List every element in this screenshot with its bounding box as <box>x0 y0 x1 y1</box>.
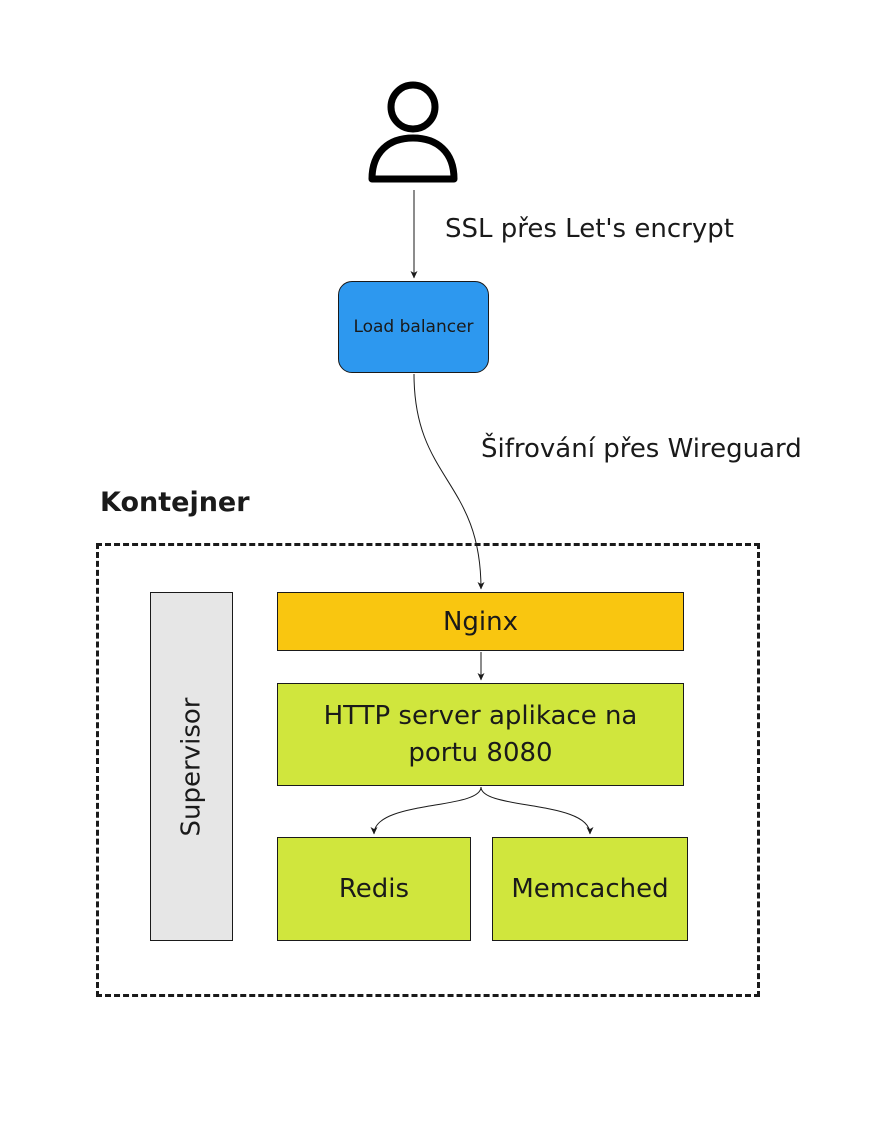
load-balancer-label: Load balancer <box>353 317 474 337</box>
user-icon <box>368 81 458 183</box>
edge-label-ssl: SSL přes Let's encrypt <box>445 214 734 244</box>
memcached-node[interactable]: Memcached <box>492 837 688 941</box>
memcached-label: Memcached <box>511 874 669 904</box>
edge-load-balancer-to-nginx <box>413 373 485 590</box>
redis-node[interactable]: Redis <box>277 837 471 941</box>
nginx-node[interactable]: Nginx <box>277 592 684 651</box>
supervisor-node[interactable]: Supervisor <box>150 592 233 941</box>
load-balancer-node[interactable]: Load balancer <box>338 281 489 373</box>
edge-label-wireguard: Šifrování přes Wireguard <box>481 434 802 464</box>
http-server-label: HTTP server aplikace na portu 8080 <box>323 700 638 768</box>
supervisor-label: Supervisor <box>176 697 207 836</box>
edge-http-server-to-memcached <box>480 786 594 835</box>
edge-http-server-to-redis <box>370 786 482 835</box>
container-boundary <box>96 543 760 997</box>
redis-label: Redis <box>338 874 410 904</box>
nginx-label: Nginx <box>442 606 519 637</box>
http-server-node[interactable]: HTTP server aplikace na portu 8080 <box>277 683 684 786</box>
container-title: Kontejner <box>100 487 250 518</box>
